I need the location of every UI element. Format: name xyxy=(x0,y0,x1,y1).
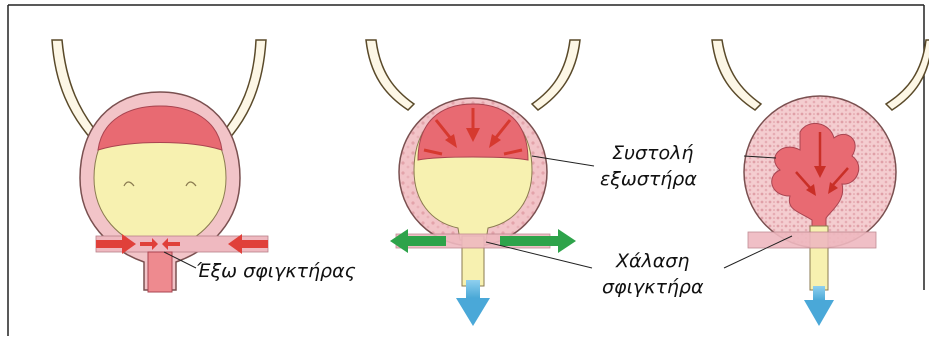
panel-filling xyxy=(52,40,268,292)
label-external-sphincter: Έξω σφιγκτήρας xyxy=(196,260,356,284)
label-detrusor-line1: Συστολή xyxy=(612,142,693,166)
urine-flow-arrow-center xyxy=(456,280,490,326)
panel-voiding xyxy=(712,40,929,326)
label-detrusor-line2: εξωστήρα xyxy=(600,168,697,192)
sphincter-band-right xyxy=(748,232,876,248)
urine-flow-arrow-right xyxy=(804,286,834,326)
label-relax-line2: σφιγκτήρα xyxy=(602,276,704,300)
panel-contraction xyxy=(366,40,594,326)
label-relax-line1: Χάλαση xyxy=(616,250,689,274)
